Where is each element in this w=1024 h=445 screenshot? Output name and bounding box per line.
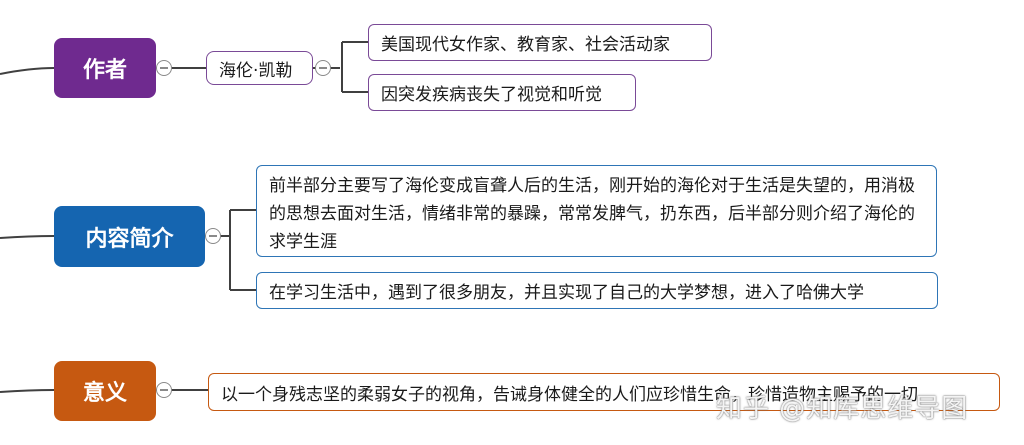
- branch-author-label: 作者: [82, 58, 127, 83]
- author-name: 海伦·凯勒: [219, 60, 293, 81]
- branch-meaning-label: 意义: [82, 381, 127, 406]
- connector-root-meaning: [0, 389, 55, 393]
- collapse-toggle-author-name[interactable]: [315, 60, 331, 76]
- collapse-toggle-author[interactable]: [156, 60, 172, 76]
- content-paragraph-2[interactable]: 在学习生活中，遇到了很多朋友，并且实现了自己的大学梦想，进入了哈佛大学: [256, 272, 938, 309]
- connector-root-author: [0, 67, 55, 75]
- branch-meaning[interactable]: 意义: [54, 361, 156, 421]
- author-detail-1[interactable]: 美国现代女作家、教育家、社会活动家: [368, 24, 712, 61]
- content-paragraph-2-text: 在学习生活中，遇到了很多朋友，并且实现了自己的大学梦想，进入了哈佛大学: [269, 283, 864, 303]
- branch-author[interactable]: 作者: [54, 38, 156, 98]
- author-name-node[interactable]: 海伦·凯勒: [206, 51, 313, 85]
- content-paragraph-1-text: 前半部分主要写了海伦变成盲聋人后的生活，刚开始的海伦对于生活是失望的，用消极的思…: [269, 176, 915, 252]
- branch-content[interactable]: 内容简介: [54, 206, 205, 267]
- author-detail-2[interactable]: 因突发疾病丧失了视觉和听觉: [368, 74, 636, 111]
- collapse-toggle-meaning[interactable]: [156, 382, 172, 398]
- branch-content-label: 内容简介: [85, 226, 174, 252]
- connector-root-content: [0, 235, 55, 239]
- author-detail-1-text: 美国现代女作家、教育家、社会活动家: [381, 35, 670, 55]
- meaning-node[interactable]: 以一个身残志坚的柔弱女子的视角，告诫身体健全的人们应珍惜生命，珍惜造物主赐予的一…: [208, 373, 1000, 411]
- meaning-text: 以一个身残志坚的柔弱女子的视角，告诫身体健全的人们应珍惜生命，珍惜造物主赐予的一…: [221, 384, 918, 405]
- collapse-toggle-content[interactable]: [205, 228, 221, 244]
- author-detail-2-text: 因突发疾病丧失了视觉和听觉: [381, 85, 602, 105]
- watermark: 知乎 @知库思维导图: [716, 394, 969, 424]
- content-paragraph-1[interactable]: 前半部分主要写了海伦变成盲聋人后的生活，刚开始的海伦对于生活是失望的，用消极的思…: [256, 165, 937, 257]
